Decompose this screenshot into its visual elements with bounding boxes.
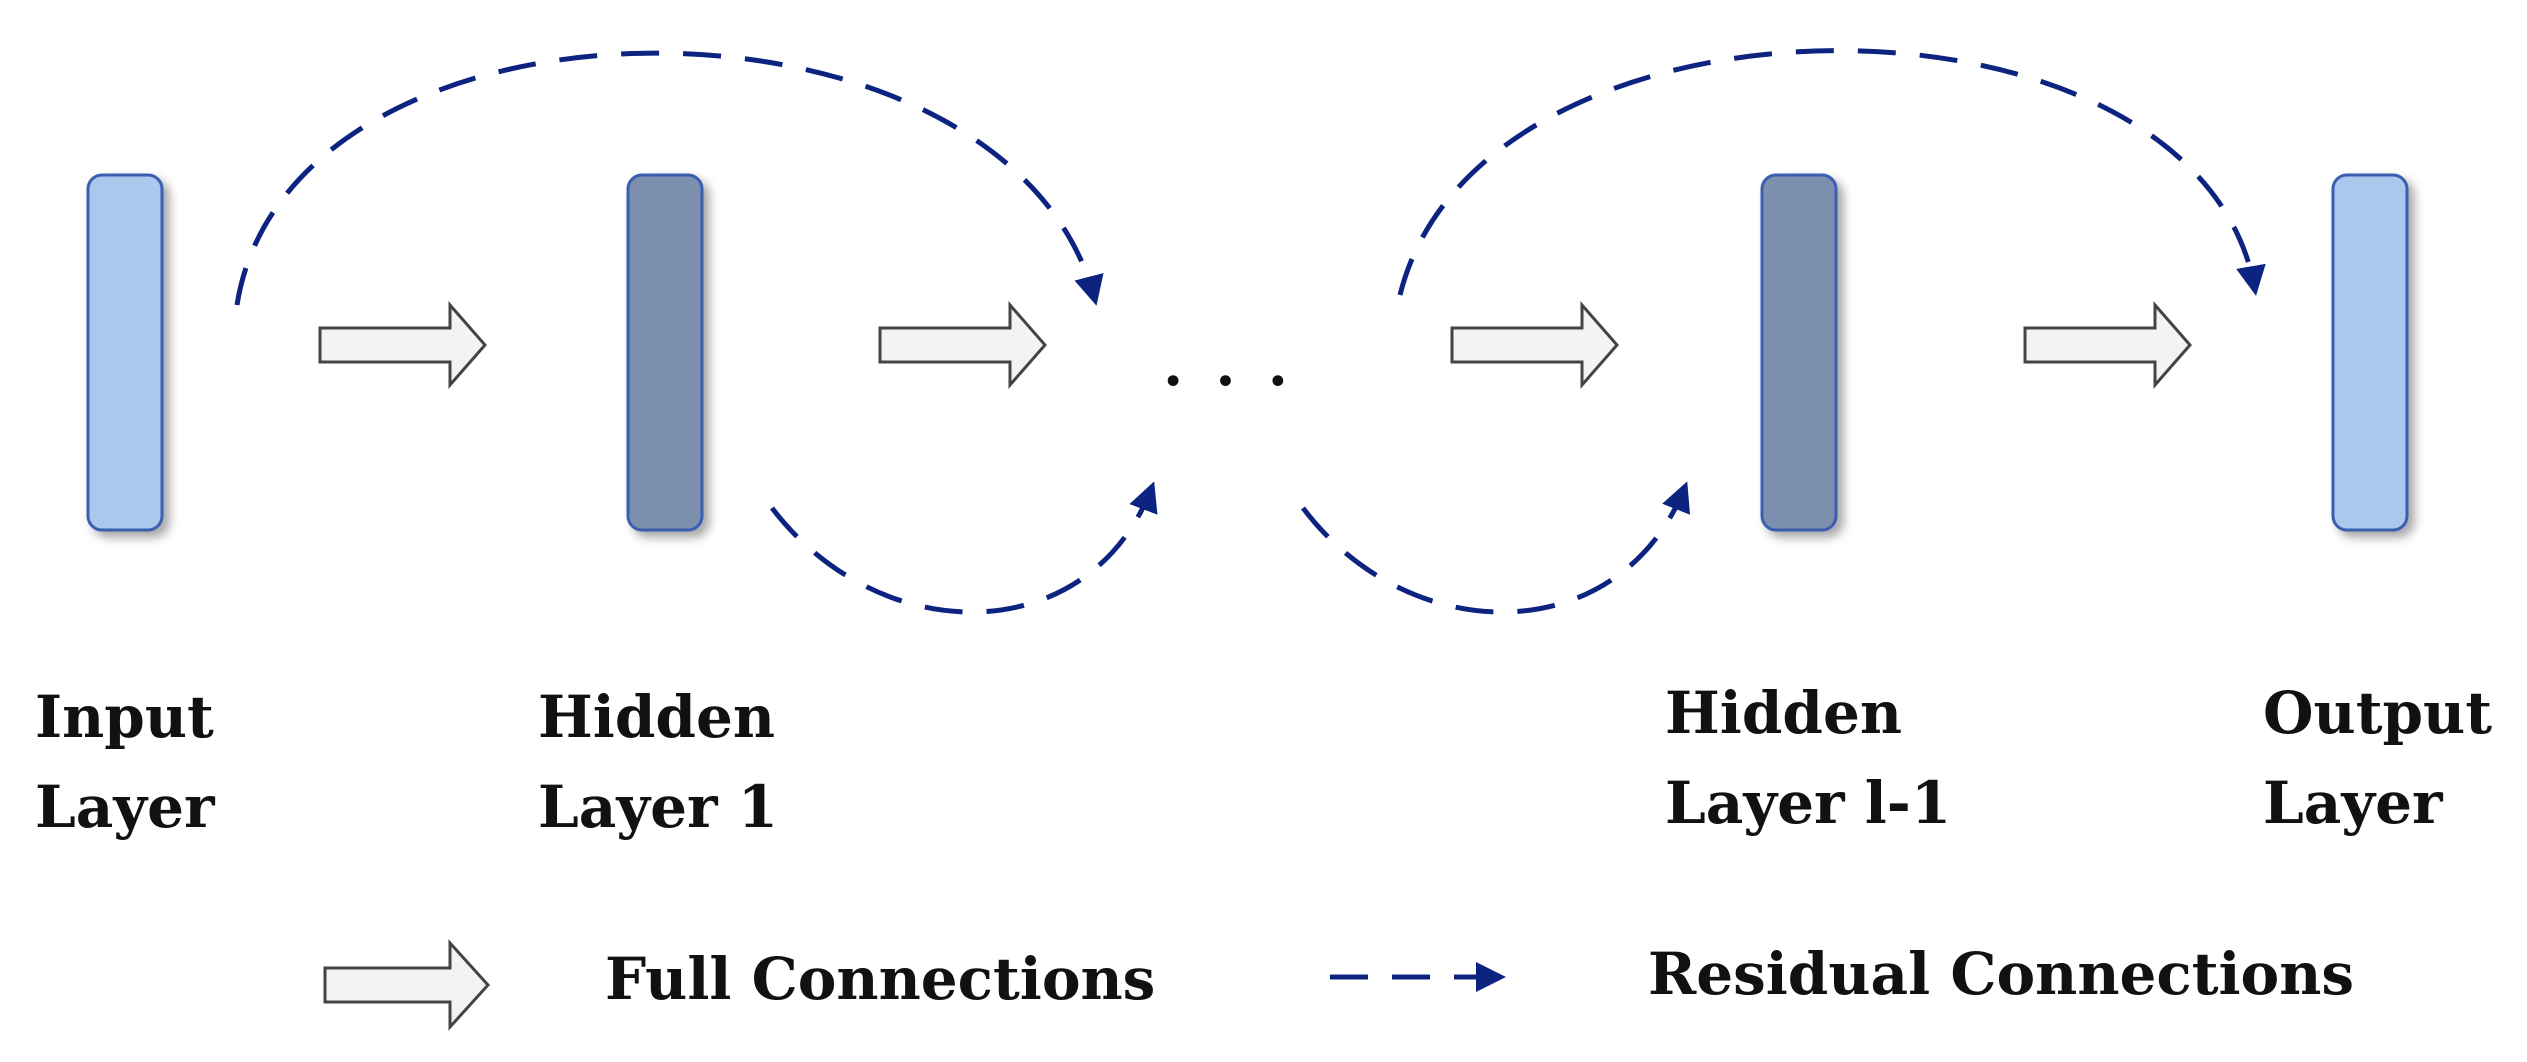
hidden-layer-1-bar: [626, 173, 704, 532]
hidden-layer-1-label-line1: Hidden: [538, 683, 776, 751]
hidden-layer-1-label-line2: Layer 1: [538, 773, 779, 841]
hidden-layer-l-1-label-line2: Layer l-1: [1665, 769, 1952, 837]
ellipsis: . . .: [1163, 331, 1294, 399]
full-connection-arrow-2: [878, 301, 1047, 389]
input-layer-label-line2: Layer: [35, 773, 215, 841]
hidden-layer-l-1-label: Hidden Layer l-1: [1665, 668, 1951, 848]
output-layer-label-line1: Output: [2263, 679, 2492, 747]
legend-residual-connections-label: Residual Connections: [1648, 940, 2355, 1008]
output-layer-label: Output Layer: [2263, 668, 2492, 848]
input-layer-label: Input Layer: [35, 672, 215, 852]
hidden-layer-l-1-label-line1: Hidden: [1665, 679, 1903, 747]
output-layer-label-line2: Layer: [2263, 769, 2443, 837]
legend-full-connection-arrow: [323, 939, 491, 1031]
full-connection-arrow-1: [318, 301, 487, 389]
residual-connection-arc-1: [234, 50, 1104, 306]
input-layer-bar: [86, 173, 164, 532]
full-connection-arrow-4: [2023, 301, 2192, 389]
residual-connection-arc-3: [770, 481, 1158, 615]
legend-full-connections-label: Full Connections: [605, 945, 1156, 1013]
hidden-layer-1-label: Hidden Layer 1: [538, 672, 778, 852]
full-connection-arrow-3: [1450, 301, 1619, 389]
input-layer-label-line1: Input: [35, 683, 214, 751]
residual-connection-arc-2: [1397, 48, 2266, 296]
residual-connection-arc-4: [1301, 481, 1691, 615]
hidden-layer-l-1-bar: [1760, 173, 1838, 532]
output-layer-bar: [2331, 173, 2409, 532]
